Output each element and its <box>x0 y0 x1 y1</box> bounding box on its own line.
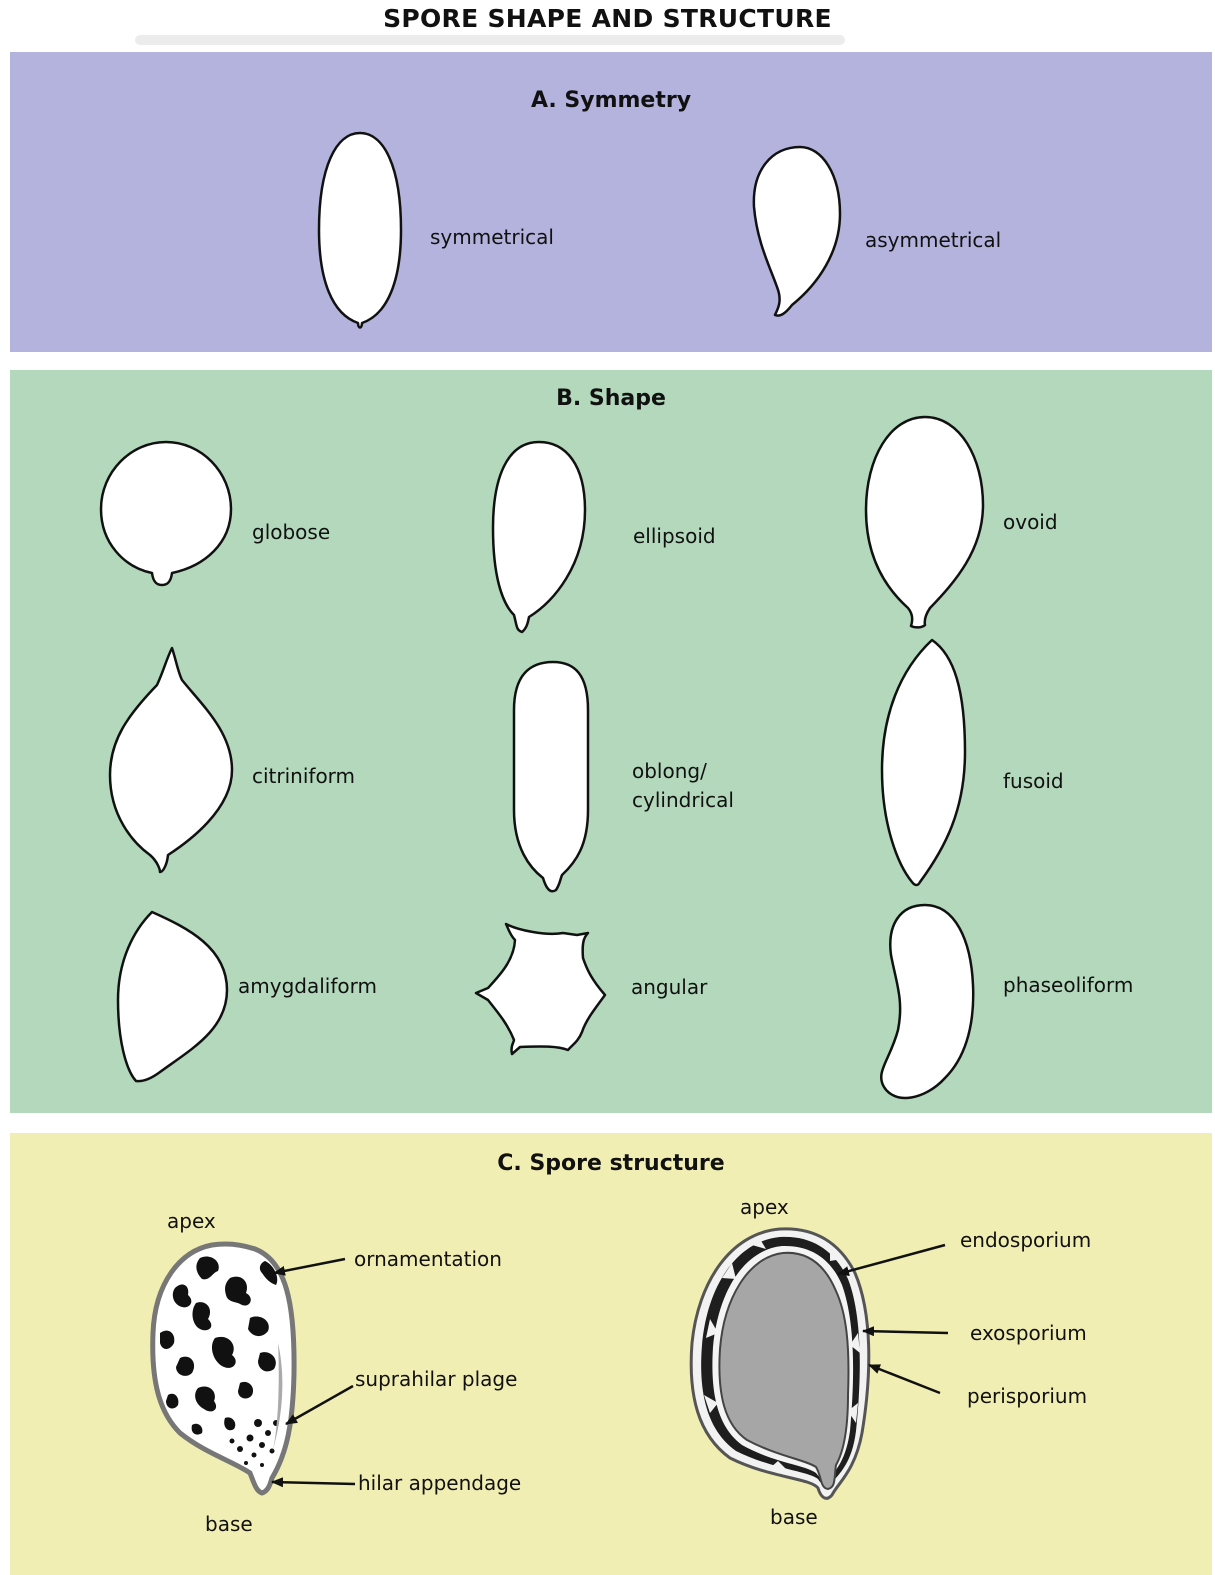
left-base-label: base <box>205 1512 253 1536</box>
label-phaseoliform: phaseoliform <box>1003 973 1133 997</box>
symmetry-panel: A. Symmetry symmetrical asymmetrical <box>10 52 1212 352</box>
label-amygdaliform: amygdaliform <box>238 974 377 998</box>
endosporium-arrow <box>838 1245 945 1274</box>
perisporium-label: perisporium <box>967 1384 1087 1408</box>
label-angular: angular <box>631 975 707 999</box>
ovoid-spore-shape <box>866 417 983 627</box>
globose-spore-shape <box>101 442 231 585</box>
asymmetrical-spore-shape <box>754 147 840 316</box>
right-base-label: base <box>770 1505 818 1529</box>
structure-panel: C. Spore structure <box>10 1133 1212 1575</box>
right-apex-label: apex <box>740 1195 789 1219</box>
phaseoliform-spore-shape <box>881 905 973 1098</box>
structure-drawings <box>10 1133 1212 1575</box>
layered-spore <box>691 1229 869 1499</box>
fusoid-spore-shape <box>882 640 965 885</box>
label-fusoid: fusoid <box>1003 769 1064 793</box>
endosporium-label: endosporium <box>960 1228 1091 1252</box>
amygdaliform-spore-shape <box>118 912 227 1081</box>
symmetry-drawings <box>10 52 1212 352</box>
figure-title: SPORE SHAPE AND STRUCTURE <box>0 4 1215 33</box>
hilar-appendage-label: hilar appendage <box>358 1471 521 1495</box>
perisporium-arrow <box>869 1365 940 1393</box>
label-symmetrical: symmetrical <box>430 225 554 249</box>
shape-panel: B. Shape globose ellipsoid ovoid citrini… <box>10 370 1212 1113</box>
suprahilar-plage-label: suprahilar plage <box>355 1367 517 1391</box>
label-citriniform: citriniform <box>252 764 355 788</box>
exosporium-label: exosporium <box>970 1321 1087 1345</box>
ornamented-spore <box>153 1244 294 1493</box>
suprahilar-plage-arrow <box>286 1386 353 1424</box>
label-oblong: oblong/ <box>632 759 707 783</box>
citriniform-spore-shape <box>110 648 232 872</box>
shape-drawings <box>10 370 1212 1113</box>
label-globose: globose <box>252 520 330 544</box>
exosporium-arrow <box>863 1331 948 1333</box>
symmetrical-spore-shape <box>319 133 401 328</box>
left-apex-label: apex <box>167 1209 216 1233</box>
hilar-appendage-arrow <box>272 1482 355 1484</box>
ellipsoid-spore-shape <box>493 442 585 632</box>
angular-spore-shape <box>476 924 605 1054</box>
label-ovoid: ovoid <box>1003 510 1058 534</box>
label-ellipsoid: ellipsoid <box>633 524 716 548</box>
ornamentation-arrow <box>274 1259 345 1273</box>
oblong-cylindrical-spore-shape <box>514 662 588 891</box>
ornamentation-label: ornamentation <box>354 1247 502 1271</box>
label-cylindrical: cylindrical <box>632 788 734 812</box>
label-asymmetrical: asymmetrical <box>865 228 1001 252</box>
